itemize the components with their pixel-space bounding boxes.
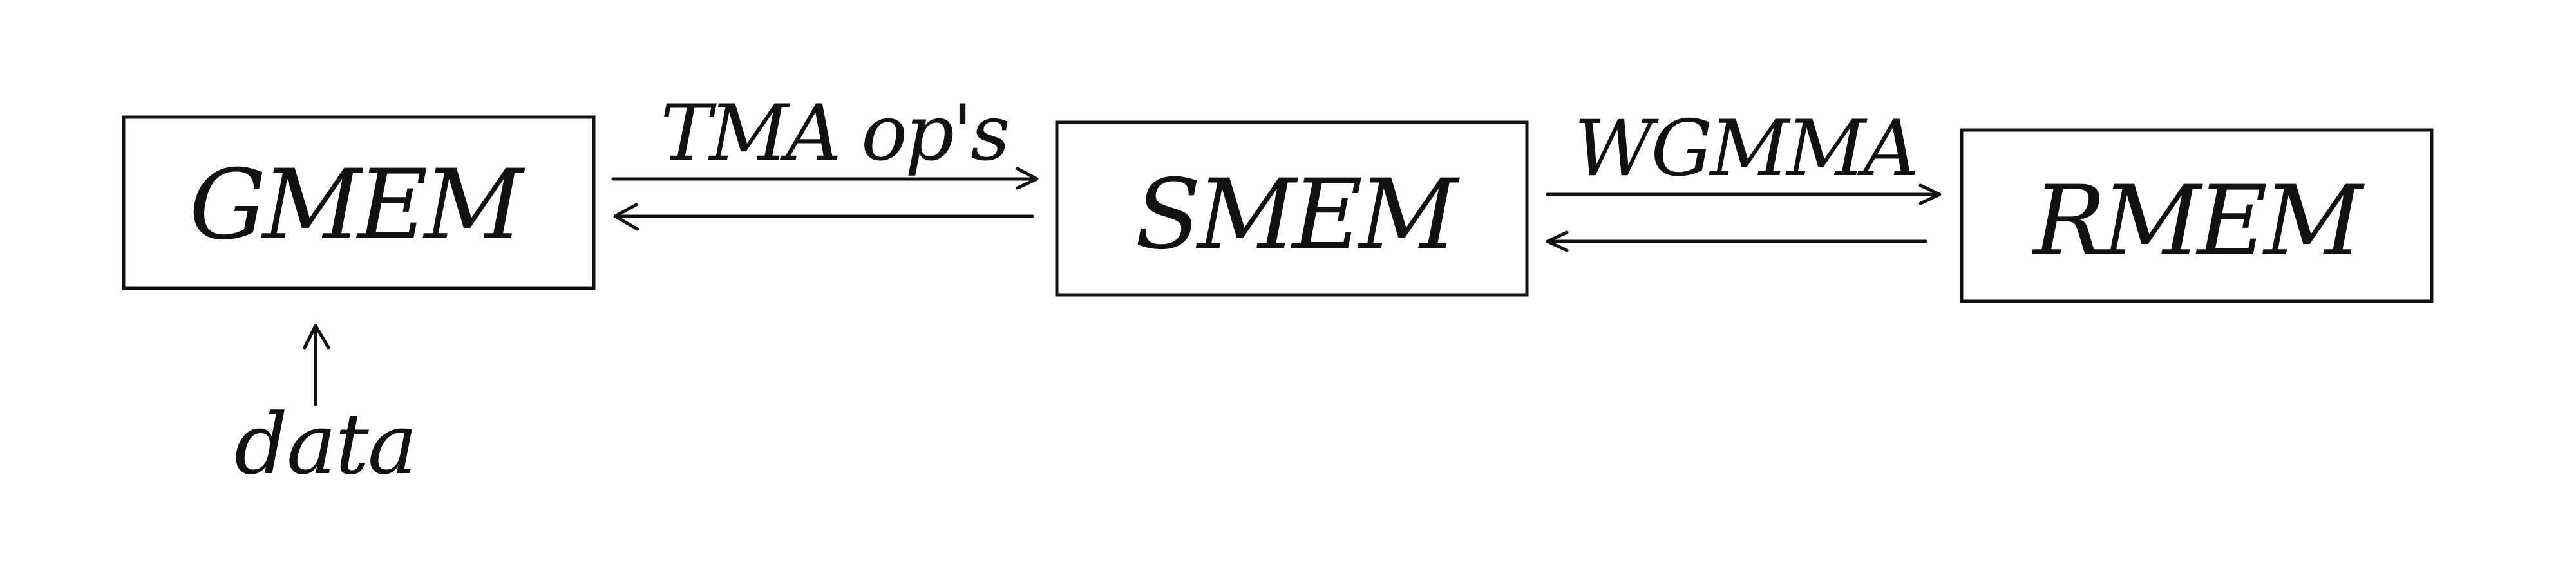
smem-to-rmem-arrow: [1546, 183, 1942, 205]
data-up-arrow: [303, 324, 330, 406]
data-input: data: [234, 324, 417, 493]
rmem-node: RMEM: [1960, 128, 2434, 303]
rmem-to-smem-arrow: [1546, 230, 1927, 252]
smem-to-gmem-arrow: [613, 203, 1034, 231]
smem-box: [1055, 120, 1529, 297]
rmem-label: RMEM: [2031, 165, 2365, 277]
data-label: data: [234, 395, 416, 493]
gmem-smem-arrows: TMA op's: [611, 89, 1039, 231]
smem-rmem-arrows: WGMMA: [1546, 104, 1942, 252]
smem-label: SMEM: [1135, 159, 1460, 271]
gmem-label: GMEM: [189, 149, 526, 261]
gmem-node: GMEM: [122, 115, 596, 290]
tma-ops-label: TMA op's: [660, 89, 1008, 178]
gmem-to-smem-arrow: [611, 167, 1039, 190]
wgmma-label: WGMMA: [1574, 104, 1917, 194]
gmem-box: [122, 115, 596, 290]
smem-node: SMEM: [1055, 120, 1529, 297]
rmem-box: [1960, 128, 2434, 303]
